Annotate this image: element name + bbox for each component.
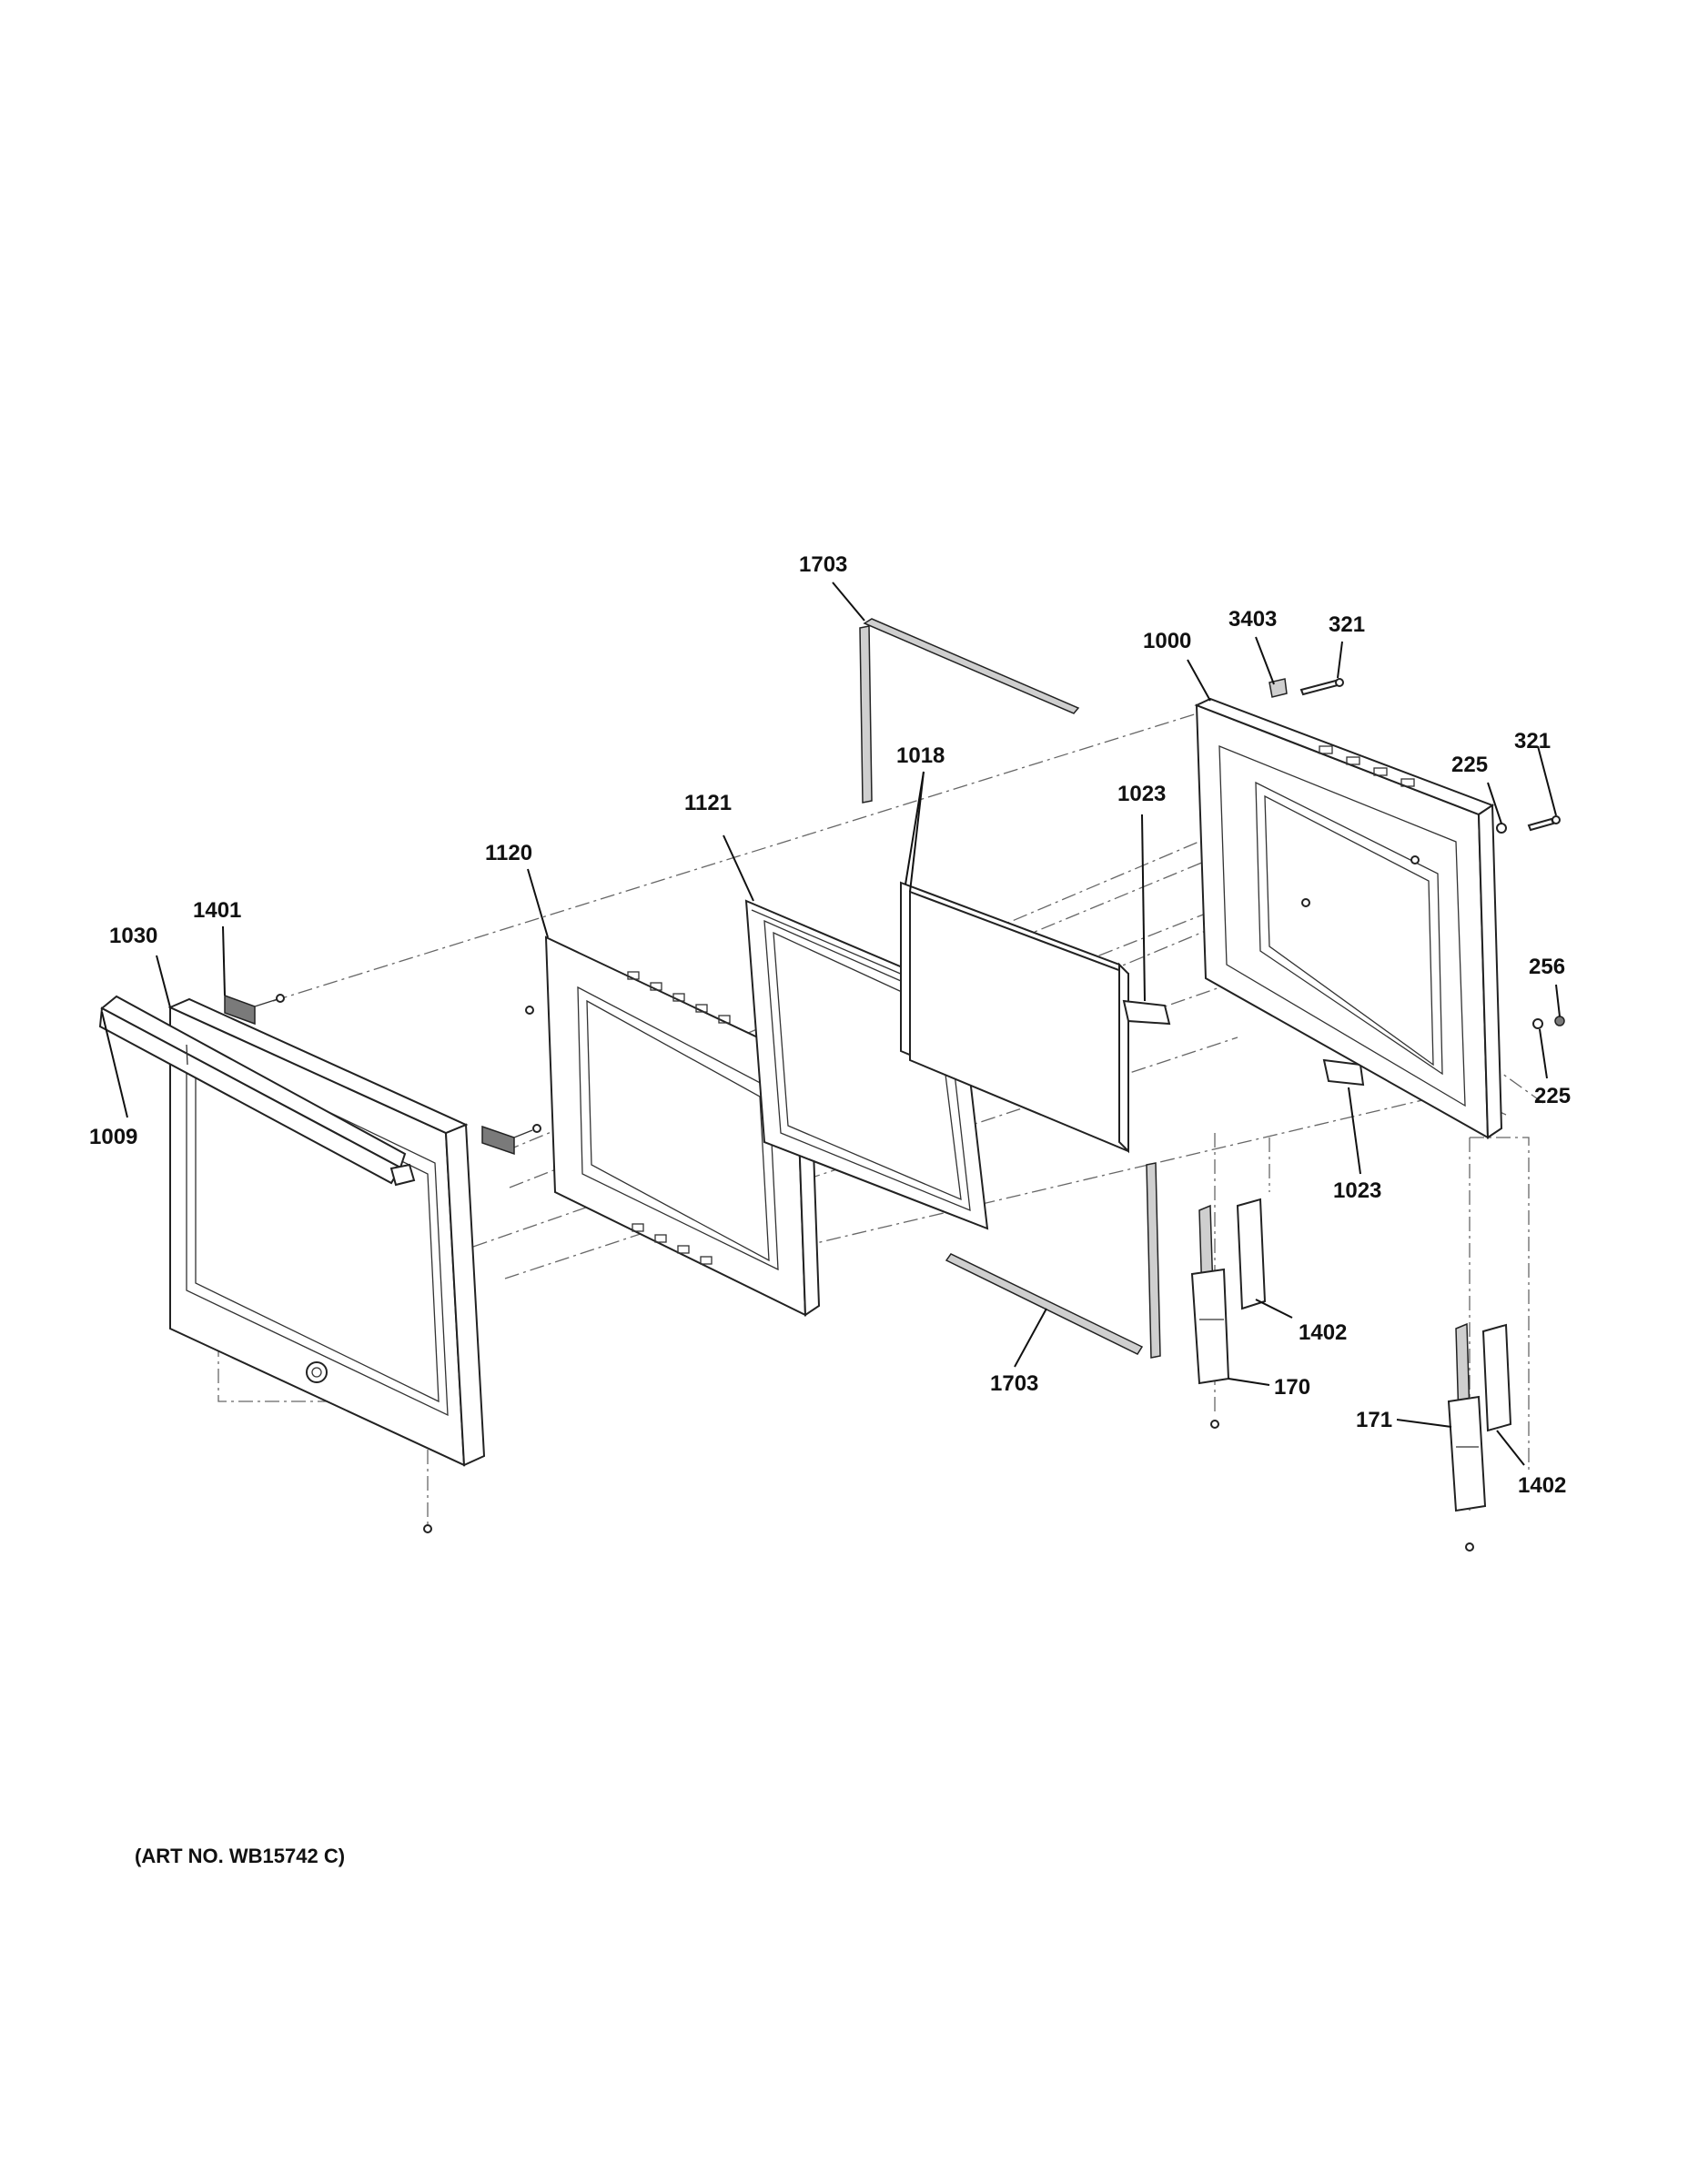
callout-1023-top: 1023 [1117, 782, 1166, 806]
callout-225-top: 225 [1451, 753, 1488, 777]
callout-1030: 1030 [109, 924, 157, 948]
callout-321-right: 321 [1514, 729, 1551, 753]
callout-1009: 1009 [89, 1125, 137, 1149]
callout-170: 170 [1274, 1375, 1310, 1400]
callout-225-bottom: 225 [1534, 1084, 1571, 1108]
callout-256: 256 [1529, 955, 1565, 979]
art-number: (ART NO. WB15742 C) [135, 1845, 345, 1867]
callout-1401: 1401 [193, 898, 241, 923]
callout-1121: 1121 [684, 791, 732, 815]
hardware-fasteners [1269, 678, 1565, 1029]
callout-3403: 3403 [1228, 607, 1277, 632]
part-1703-seal-strips [859, 618, 1161, 1359]
part-1030-outer-door [167, 997, 486, 1467]
part-1023-spacers [1122, 999, 1365, 1087]
callout-1000: 1000 [1143, 629, 1191, 653]
leader-lines [101, 581, 1561, 1466]
callout-1703-top: 1703 [799, 552, 847, 577]
part-1000-door-liner [1194, 697, 1503, 1139]
callout-321-top: 321 [1329, 612, 1365, 637]
part-1009-handle [98, 995, 416, 1187]
part-1401-hinge-receiver [224, 994, 541, 1533]
part-170-171-hinges [1190, 1198, 1512, 1552]
callout-1402-mid: 1402 [1299, 1320, 1347, 1345]
callout-1703-bottom: 1703 [990, 1371, 1038, 1396]
callout-1120: 1120 [485, 841, 532, 865]
callout-1402-bottom: 1402 [1518, 1473, 1566, 1498]
callout-labels: 1703 3403 321 1000 225 321 1018 1121 102… [89, 552, 1571, 1498]
callout-1023-bottom: 1023 [1333, 1178, 1381, 1203]
callout-171: 171 [1356, 1408, 1392, 1432]
callout-1018: 1018 [896, 743, 945, 768]
